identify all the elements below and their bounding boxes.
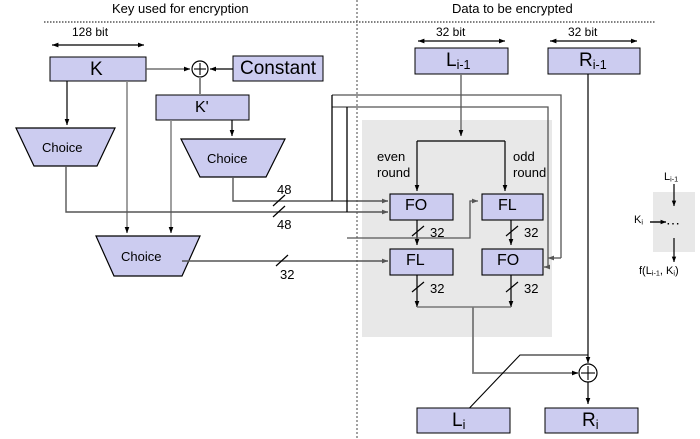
- data-box-l-prev: [414, 47, 509, 75]
- label-box-kprime: K': [195, 99, 209, 116]
- header-data-side: Data to be encrypted: [452, 1, 573, 16]
- wire-choice1-to-fo: [65, 166, 389, 215]
- fn-box-fo-bottom: [481, 248, 544, 276]
- header-key-side: Key used for encryption: [112, 1, 249, 16]
- label-box-l-next: Li: [452, 410, 466, 432]
- wire-choice2-to-fo: [232, 177, 389, 204]
- fn-box-fl-bottom: [389, 248, 454, 276]
- inset-label-output: f(Li-1, Ki): [639, 265, 679, 278]
- label-choice-2: Choice: [207, 151, 248, 166]
- wire-label-32-fl-bottom: 32: [430, 281, 445, 296]
- routing-outer-loop-2: [332, 106, 549, 267]
- label-box-l-prev: Li-1: [446, 50, 471, 72]
- label-odd-round-line2: round: [513, 165, 547, 180]
- choice-trapezoid-2: [180, 138, 286, 178]
- label-even-round-line1: even: [377, 149, 406, 164]
- bus-slash-32-key: [275, 254, 289, 267]
- label-choice-3: Choice: [121, 249, 162, 264]
- data-box-r-prev: [547, 47, 641, 75]
- bus-slash-fo-bottom: [505, 281, 519, 293]
- wire-label-32-key: 32: [280, 267, 295, 282]
- label-choice-1: Choice: [42, 140, 83, 155]
- fn-box-fl-top: [481, 193, 544, 221]
- fn-box-fo-top: [389, 193, 454, 221]
- label-fn-fo-top: FO: [405, 197, 428, 214]
- dim-label-128bit: 128 bit: [72, 25, 109, 39]
- shaded-core-region: [362, 120, 552, 337]
- bus-slash-fl-bottom: [411, 281, 425, 293]
- wire-crossover-to-li: [459, 354, 588, 419]
- wire-merge-to-xor: [472, 307, 579, 376]
- label-box-r-next: Ri: [582, 410, 599, 432]
- label-box-constant: Constant: [240, 58, 317, 79]
- inset-label-input: Li-1: [664, 171, 679, 184]
- inset-label-key: Ki: [634, 214, 643, 227]
- inset-label-body: ⋯: [666, 215, 680, 231]
- bus-slash-48-b: [272, 205, 286, 218]
- dim-label-32bit-right: 32 bit: [568, 25, 598, 39]
- wire-label-48-top: 48: [277, 182, 292, 197]
- label-odd-round-line1: odd: [513, 149, 535, 164]
- wire-label-32-fo-bottom: 32: [524, 281, 539, 296]
- label-even-round-line2: round: [377, 165, 411, 180]
- wire-label-32-fo-top: 32: [430, 225, 445, 240]
- wire-label-48-second: 48: [277, 217, 292, 232]
- bus-slash-fl-top: [505, 225, 519, 237]
- label-fn-fl-top: FL: [498, 197, 517, 214]
- wire-fo-top-to-fl-top: [455, 198, 479, 239]
- label-box-r-prev: Ri-1: [579, 50, 607, 72]
- bus-slash-fo-top: [411, 225, 425, 237]
- dim-label-32bit-left: 32 bit: [436, 25, 466, 39]
- key-box-constant: [232, 55, 324, 82]
- data-box-r-next: [544, 407, 639, 434]
- key-box-kprime: [155, 94, 250, 121]
- choice-trapezoid-3: [95, 235, 201, 277]
- bus-slash-48-a: [272, 194, 286, 207]
- label-box-k: K: [90, 59, 103, 80]
- label-fn-fo-bottom: FO: [497, 252, 520, 269]
- choice-trapezoid-1: [15, 127, 116, 167]
- label-fn-fl-bottom: FL: [406, 252, 425, 269]
- routing-outer-loop-1: [332, 94, 562, 258]
- key-box-k: [49, 56, 147, 82]
- wire-label-32-fl-top: 32: [524, 225, 539, 240]
- data-box-l-next: [416, 407, 511, 434]
